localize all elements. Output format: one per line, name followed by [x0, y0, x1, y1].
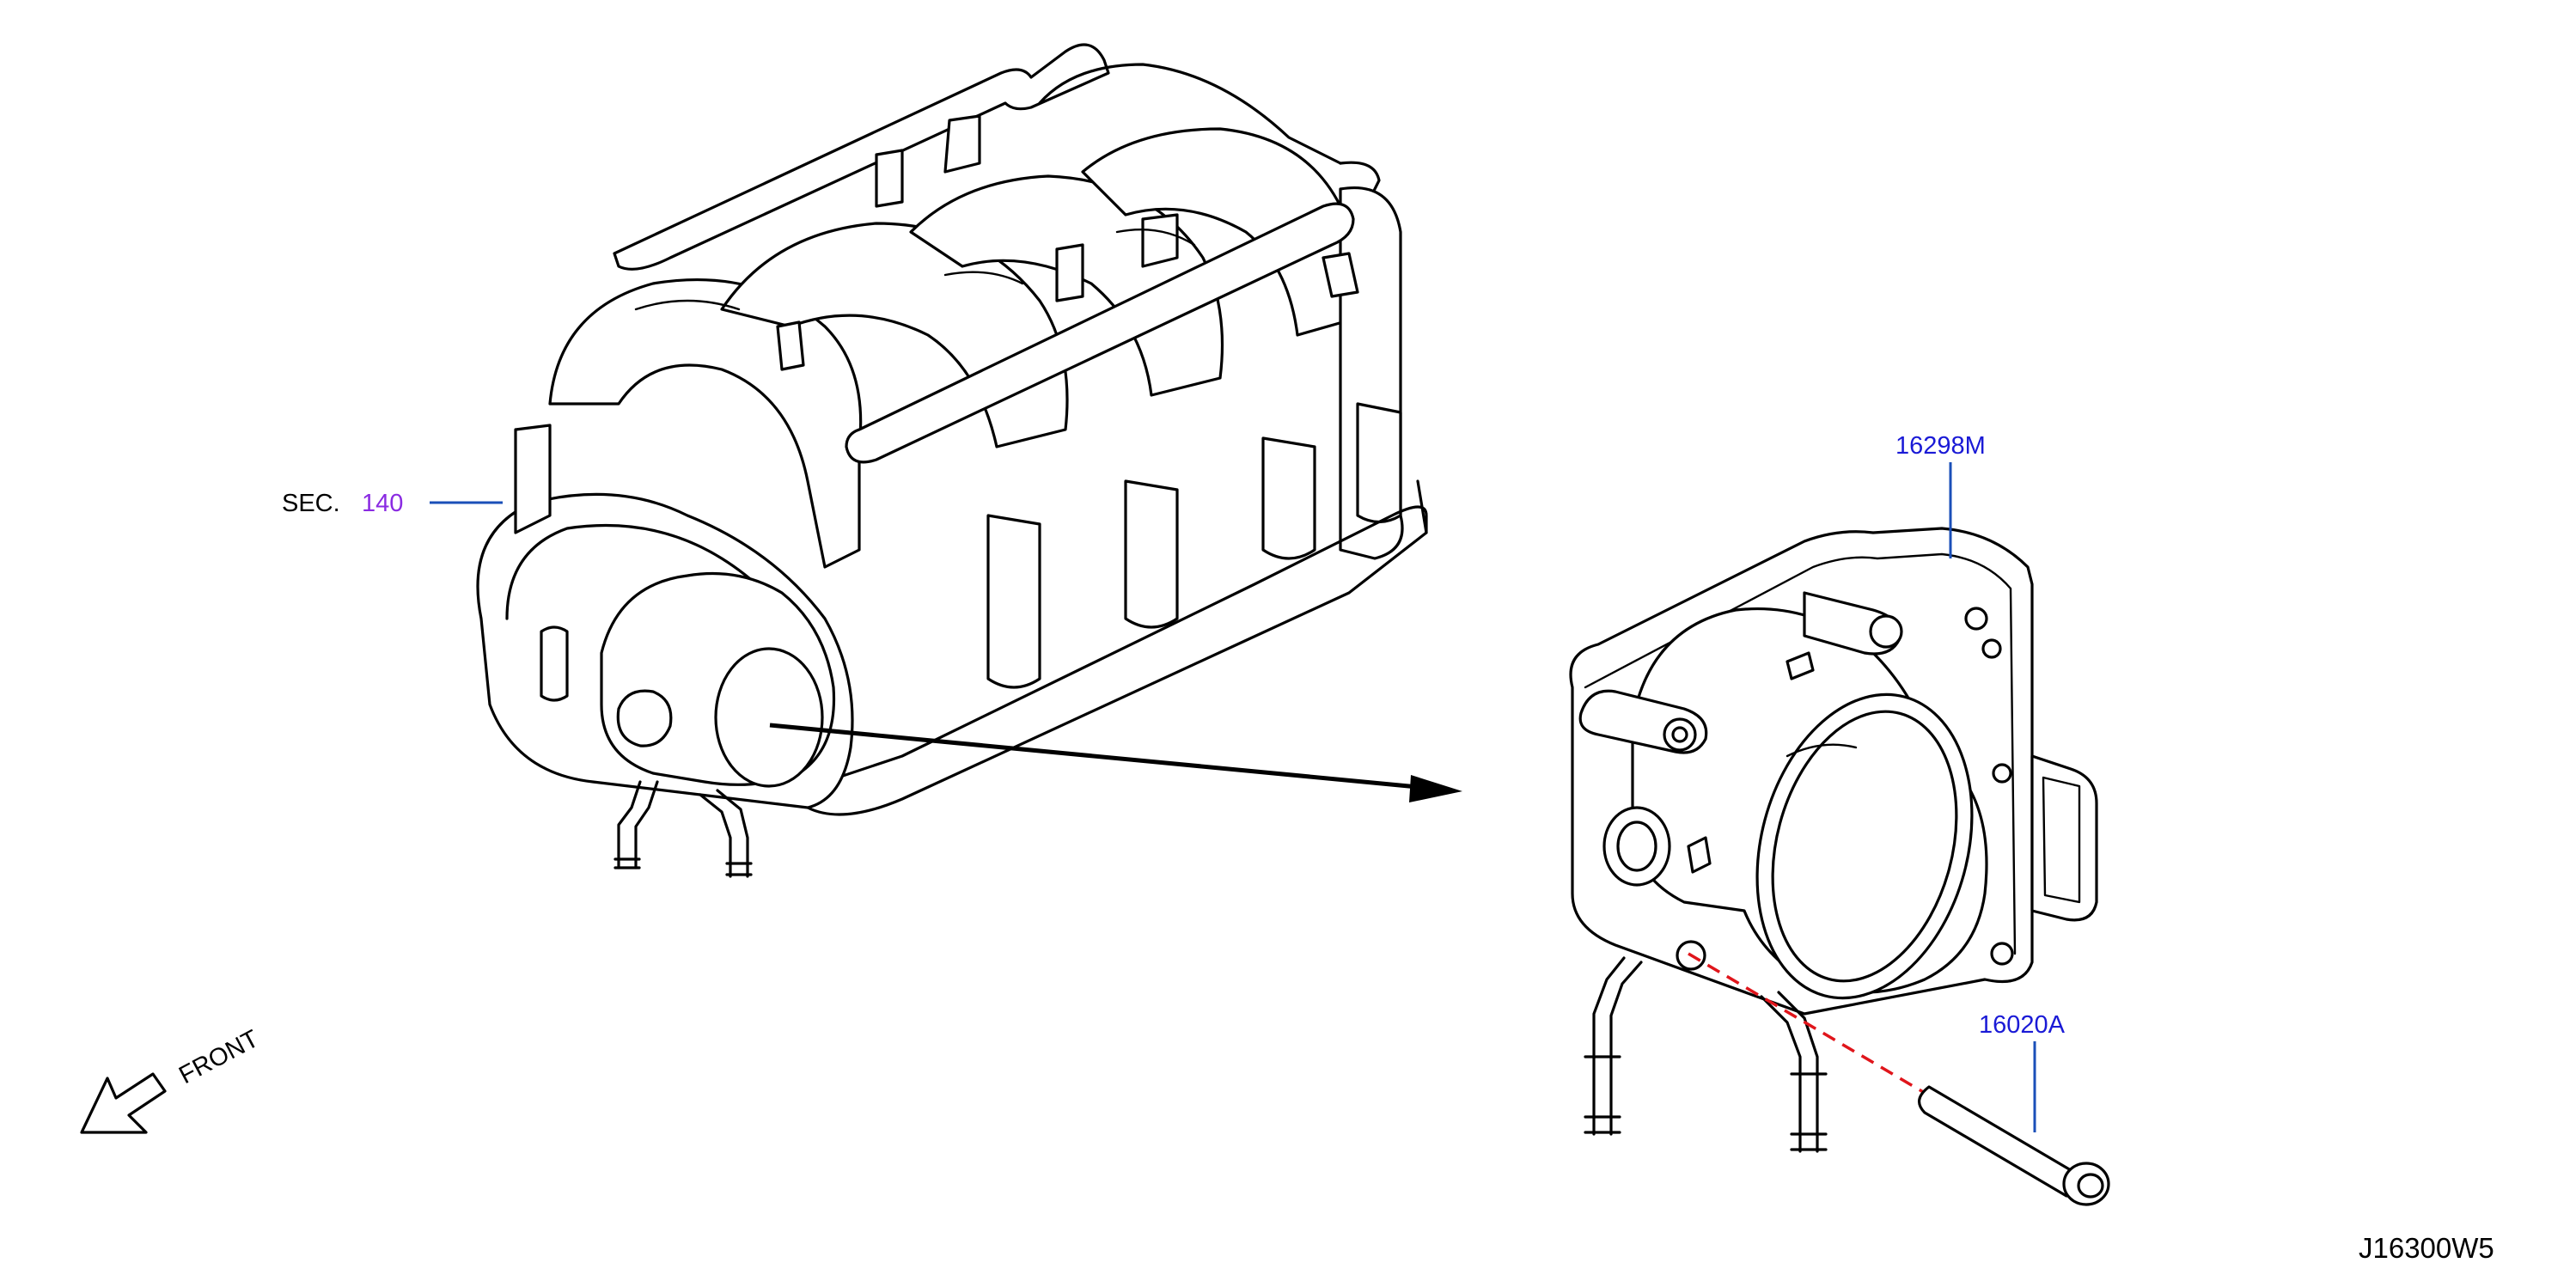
bolt-drawing [1918, 1085, 2110, 1206]
part-number-throttle-body: 16298M [1895, 432, 1986, 460]
front-orientation-indicator: FRONT [80, 1025, 264, 1134]
callout-throttle-body: 16298M [1895, 432, 1986, 558]
throttle-body-drawing [1569, 527, 2098, 1153]
section-prefix: SEC. [282, 490, 340, 517]
front-label: FRONT [174, 1025, 263, 1089]
diagram-code: J16300W5 [2359, 1232, 2494, 1264]
part-number-bolt: 16020A [1979, 1011, 2066, 1039]
front-arrow-icon [80, 1072, 167, 1134]
section-reference: SEC. 140 [282, 490, 503, 517]
bolt-axis-dashed-line [1688, 952, 1930, 1097]
callout-bolt: 16020A [1979, 1011, 2066, 1132]
section-number: 140 [362, 490, 403, 517]
intake-manifold-drawing [476, 43, 1428, 878]
exploded-view-arrow [769, 723, 1462, 802]
